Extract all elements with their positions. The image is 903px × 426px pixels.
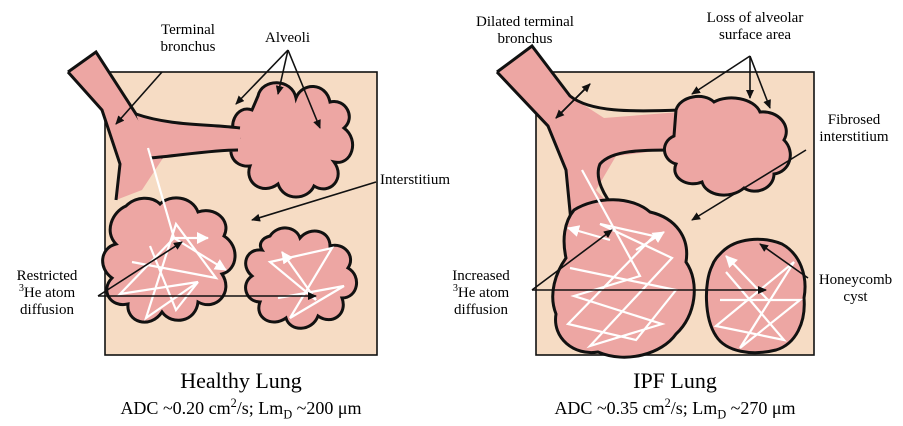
ipf-metric: ADC ~0.35 cm2/s; LmD ~270 μm [516, 398, 834, 418]
label-restricted-diffusion: Restricted 3He atom diffusion [4, 268, 90, 319]
label-alveoli: Alveoli [265, 30, 310, 47]
healthy-panel [68, 52, 377, 355]
label-honeycomb-cyst: Honeycomb cyst [808, 272, 903, 306]
label-increased-diffusion: Increased 3He atom diffusion [436, 268, 526, 319]
label-fibrosed-interstitium: Fibrosed interstitium [806, 112, 902, 146]
label-dilated-bronchus: Dilated terminal bronchus [460, 14, 590, 48]
ipf-panel [497, 46, 814, 357]
label-loss-surface-area: Loss of alveolar surface area [690, 10, 820, 44]
label-interstitium: Interstitium [380, 172, 450, 189]
ipf-title: IPF Lung [555, 369, 795, 393]
healthy-title: Healthy Lung [121, 369, 361, 393]
healthy-metric: ADC ~0.20 cm2/s; LmD ~200 μm [82, 398, 400, 418]
label-terminal-bronchus: Terminal bronchus [138, 22, 238, 56]
